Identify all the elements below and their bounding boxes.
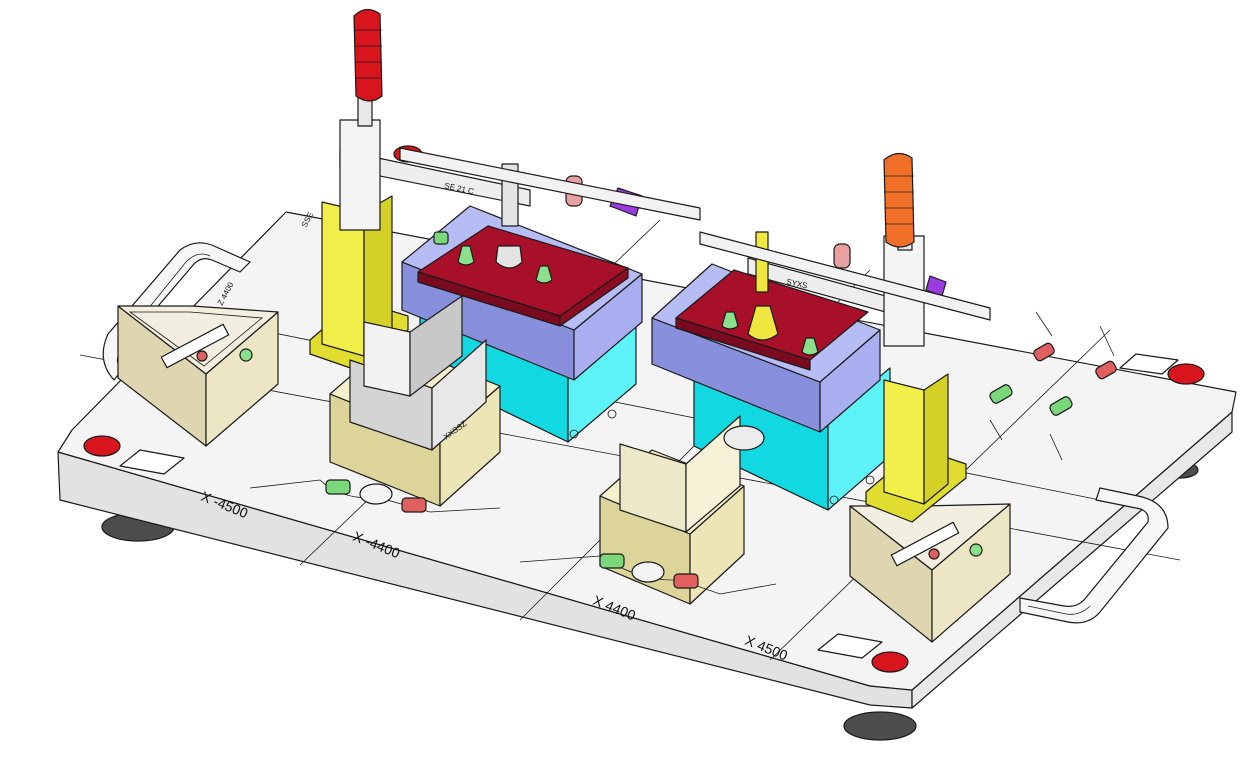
green-pin-cap bbox=[989, 384, 1013, 404]
nameplate bbox=[817, 633, 883, 659]
grey-plunger-pin bbox=[495, 245, 523, 269]
nameplate bbox=[1119, 353, 1179, 375]
clamp-body bbox=[339, 119, 381, 231]
red-marker bbox=[871, 651, 909, 673]
pin-lever bbox=[1099, 325, 1115, 357]
green-pin-cap bbox=[1049, 396, 1073, 416]
pink-pin bbox=[833, 243, 851, 269]
beige-block-left bbox=[329, 295, 501, 507]
storage-box-right bbox=[849, 503, 1011, 643]
grey-block bbox=[685, 415, 741, 533]
orange-knob-handle bbox=[883, 152, 915, 248]
red-knob-handle bbox=[353, 8, 383, 102]
green-pin-cap bbox=[433, 231, 449, 245]
pin-bushing bbox=[359, 483, 393, 505]
red-marker bbox=[83, 435, 121, 457]
storage-box-left bbox=[117, 305, 279, 447]
yellow-support-left bbox=[309, 195, 409, 373]
grey-block bbox=[363, 321, 411, 397]
cylindrical-pin bbox=[723, 425, 765, 451]
nameplates bbox=[119, 353, 1179, 659]
pin-bushing bbox=[631, 561, 665, 583]
green-pin-cap bbox=[325, 479, 351, 495]
gauge-pin-in-box bbox=[890, 521, 960, 567]
yellow-locating-pin bbox=[747, 305, 779, 341]
foot-right bbox=[843, 711, 917, 741]
red-pin-cap bbox=[1095, 360, 1117, 380]
beige-block-right bbox=[599, 415, 765, 605]
red-pin-tip bbox=[196, 350, 208, 362]
green-locating-pin bbox=[535, 265, 553, 284]
handle-right bbox=[1019, 487, 1169, 624]
green-locating-pin bbox=[721, 311, 739, 330]
spindle bbox=[755, 231, 769, 293]
pin-lever bbox=[1035, 311, 1053, 337]
back-rail bbox=[399, 147, 991, 321]
gauge-pin-in-box bbox=[160, 323, 230, 369]
detail-pins bbox=[249, 231, 1117, 595]
reference-markers bbox=[83, 145, 1205, 673]
grey-block bbox=[409, 295, 463, 397]
nameplate bbox=[119, 449, 185, 475]
red-pin-cap bbox=[673, 573, 699, 589]
red-pin-cap bbox=[1033, 342, 1055, 362]
green-locating-pin bbox=[457, 245, 475, 266]
toggle-clamp-left bbox=[339, 8, 531, 231]
green-pin-cap bbox=[599, 553, 625, 569]
pin-lever bbox=[1049, 433, 1063, 461]
yellow-support-right bbox=[865, 373, 967, 523]
green-locating-pin bbox=[801, 337, 819, 356]
green-pin-tip bbox=[969, 543, 983, 557]
locating-pins bbox=[457, 175, 851, 356]
red-pin-cap bbox=[401, 497, 427, 513]
grey-block bbox=[431, 339, 487, 451]
pin-lever bbox=[989, 419, 1003, 441]
green-pin-tip bbox=[239, 348, 253, 362]
red-marker bbox=[1167, 363, 1205, 385]
red-pin-tip bbox=[928, 548, 940, 560]
label-clamp-arm-right: SYXS bbox=[786, 277, 809, 290]
